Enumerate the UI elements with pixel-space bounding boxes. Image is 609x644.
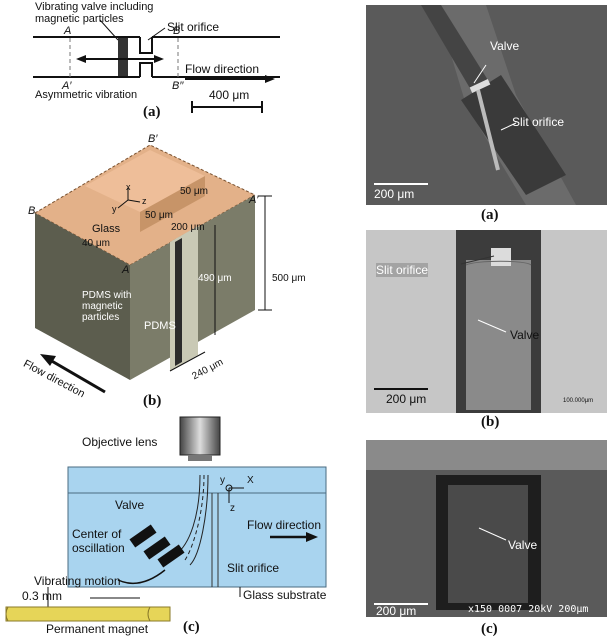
scale-400um: 400 μm	[209, 88, 250, 102]
ax-z: z	[142, 196, 147, 206]
label-A-prime: A′	[249, 194, 259, 206]
label-slit-orifice: Slit orifice	[167, 20, 220, 34]
panel-label-left-c: (c)	[183, 619, 200, 635]
label-pdms: PDMS	[144, 320, 176, 332]
label-B-double-prime: B′′	[172, 80, 184, 92]
diagram-c: Objective lens y X z Valve Center of osc…	[0, 415, 340, 639]
ax-y: y	[112, 204, 117, 214]
label-objective-lens: Objective lens	[82, 435, 158, 449]
ax-x: x	[126, 182, 131, 192]
label-B-prime: B′	[148, 133, 158, 145]
label-glass-substrate: Glass substrate	[243, 588, 327, 602]
sem-image-c: Valve 200 μm x150 0007 20kV 200μm	[366, 440, 607, 617]
panel-label-right-b: (b)	[481, 414, 500, 430]
label-B: B	[173, 25, 181, 37]
channel-schematic	[33, 19, 280, 113]
sem-b-small-scale: 100.000μm	[563, 398, 594, 404]
dim-50um-b: 50 μm	[145, 210, 173, 221]
sem-c-scale: 200 μm	[376, 604, 417, 617]
label-pdms-particles: PDMS with magnetic particles	[82, 290, 132, 323]
setup-schematic	[5, 416, 327, 622]
label-permanent-magnet: Permanent magnet	[46, 622, 149, 636]
ax-y-c: y	[220, 475, 225, 486]
label-B: B	[28, 205, 36, 217]
sem-image-a: Valve Slit orifice 200 μm	[366, 5, 607, 205]
sem-b-scale: 200 μm	[386, 392, 427, 406]
label-center-oscillation: Center of oscillation	[72, 527, 125, 555]
label-asymmetric-vibration: Asymmetric vibration	[35, 89, 138, 101]
valve-rect	[118, 38, 128, 76]
label-A: A	[122, 264, 130, 276]
label-gap: 0.3 mm	[22, 589, 63, 603]
device-3d-drawing	[33, 144, 272, 394]
label-A: A	[64, 25, 72, 37]
label-vibrating-motion: Vibrating motion	[34, 574, 121, 588]
sem-image-b: Slit orifice Valve 200 μm 100.000μm	[366, 230, 607, 413]
dim-490um: 490 μm	[198, 273, 232, 284]
diagram-b: B′ B A′ A Glass 50 μm 50 μm 200 μm 40 μm…	[0, 130, 310, 415]
ax-z-c: z	[230, 503, 235, 514]
label-slit-orifice-c: Slit orifice	[227, 561, 280, 575]
sem-a-scale: 200 μm	[374, 187, 415, 201]
sem-a-valve-label: Valve	[490, 39, 520, 53]
label-glass: Glass	[92, 223, 121, 235]
label-vibrating-valve: Vibrating valve including magnetic parti…	[35, 1, 154, 25]
sem-b-slit-label: Slit orifice	[376, 263, 429, 277]
panel-label-left-b: (b)	[143, 393, 162, 409]
label-flow-direction: Flow direction	[185, 62, 260, 76]
diagram-a: Vibrating valve including magnetic parti…	[0, 0, 300, 130]
panel-label-left-a: (a)	[143, 104, 161, 120]
sem-a-slit-label: Slit orifice	[512, 115, 565, 129]
dim-500um: 500 μm	[272, 273, 306, 284]
dim-200um: 200 μm	[171, 222, 205, 233]
label-valve-c: Valve	[115, 498, 145, 512]
panel-label-right-c: (c)	[481, 621, 498, 637]
dim-50um-a: 50 μm	[180, 186, 208, 197]
sem-c-footer: x150 0007 20kV 200μm	[468, 604, 589, 615]
panel-label-right-a: (a)	[481, 207, 499, 223]
sem-b-valve-label: Valve	[510, 328, 540, 342]
ax-x-c: X	[247, 475, 254, 486]
sem-c-valve-label: Valve	[508, 538, 538, 552]
label-A-prime: A′	[62, 80, 72, 92]
dim-40um: 40 μm	[82, 238, 110, 249]
label-flow-direction-c: Flow direction	[247, 518, 322, 532]
